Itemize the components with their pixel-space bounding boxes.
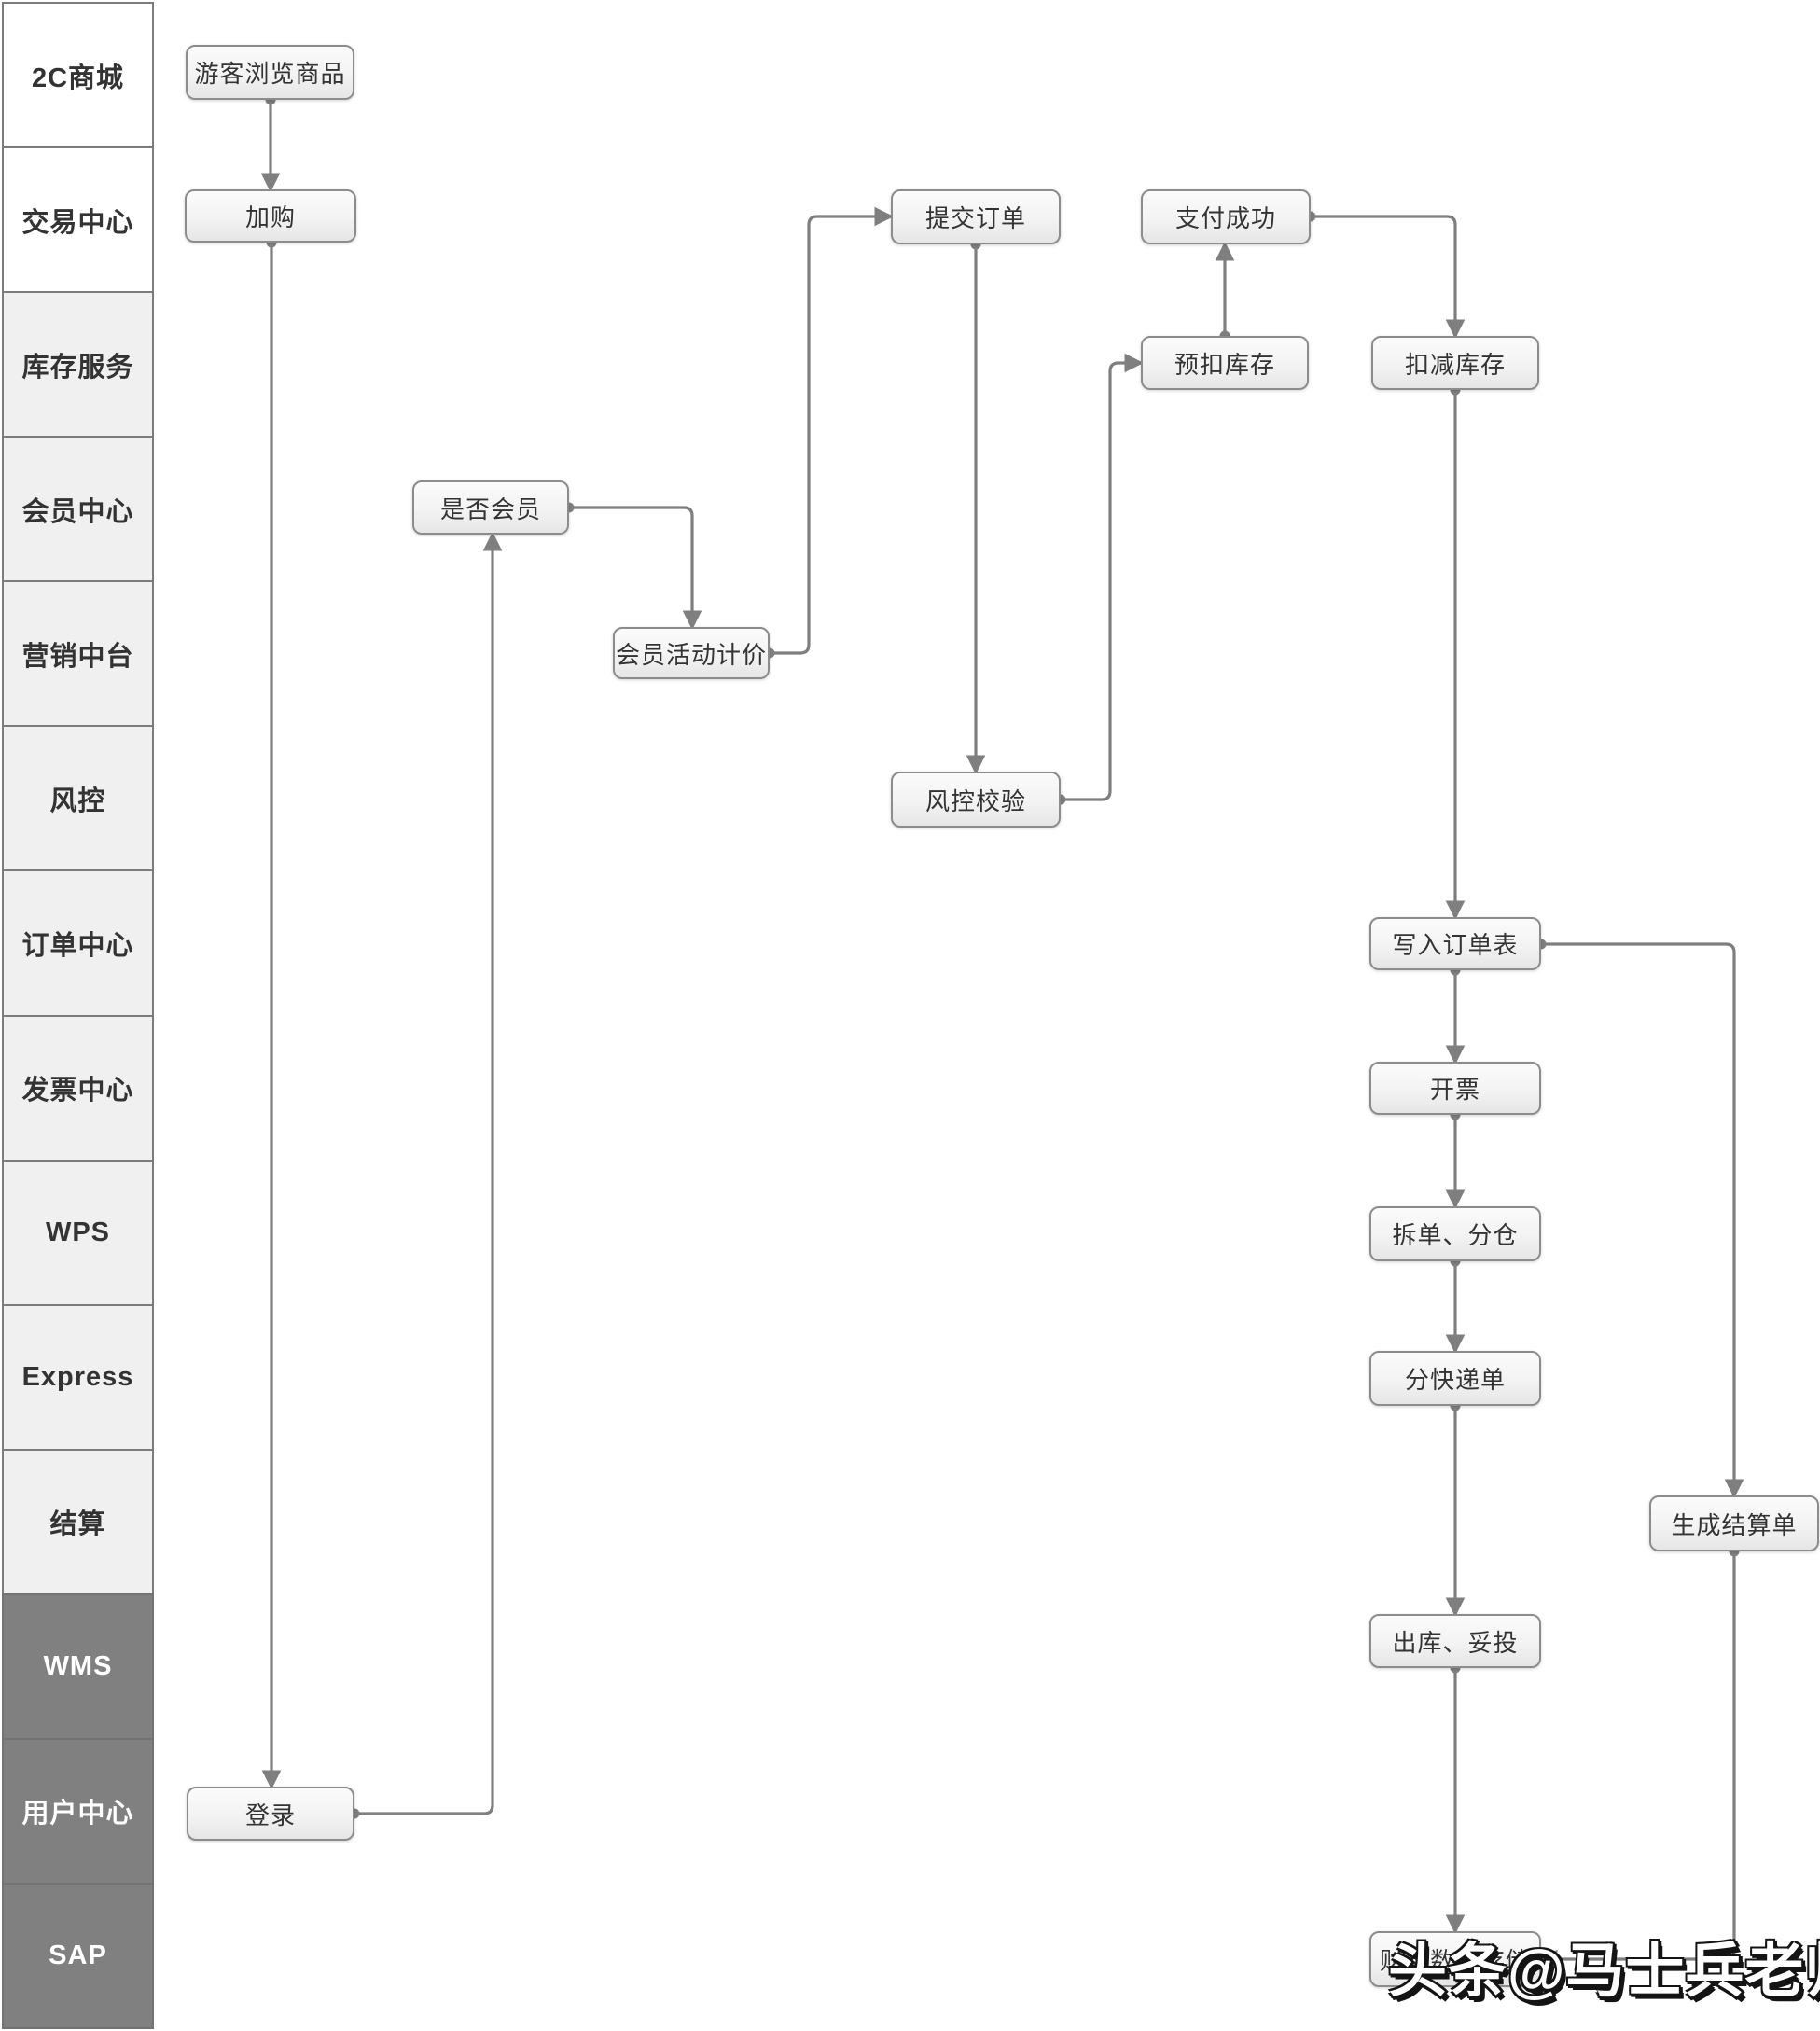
edge-member-activity-pricing-to-submit-order [764, 206, 895, 659]
node-label: 财务数据存储 [1379, 1946, 1531, 1975]
lane-label: 发票中心 [21, 1076, 134, 1106]
lane-order-center: 订单中心 [2, 869, 154, 1017]
lane-label: 2C商城 [31, 63, 125, 93]
lane-risk-control: 风控 [2, 725, 154, 872]
node-label: 风控校验 [924, 786, 1026, 815]
node-submit-order: 提交订单 [891, 189, 1061, 244]
node-risk-check: 风控校验 [891, 772, 1061, 828]
node-finance-data-storage: 财务数据存储 [1369, 1931, 1541, 1987]
lane-express: Express [2, 1303, 154, 1451]
lane-label: 营销中台 [21, 641, 134, 672]
lane-wps: WPS [2, 1159, 154, 1306]
lane-label: WMS [43, 1650, 113, 1681]
watermark: 头条@马士兵老师 [1388, 1939, 1820, 2004]
lane-label: Express [21, 1361, 134, 1392]
lane-label: 库存服务 [21, 352, 134, 383]
lane-label: 会员中心 [21, 496, 134, 527]
lane-2c-mall: 2C商城 [2, 2, 154, 149]
node-label: 预扣库存 [1174, 350, 1275, 379]
node-split-express-order: 分快递单 [1369, 1351, 1541, 1406]
node-add-to-cart: 加购 [185, 189, 356, 243]
lane-label: 交易中心 [21, 207, 134, 238]
node-label: 登录 [244, 1801, 296, 1829]
edge-write-order-table-to-create-invoice [1445, 965, 1466, 1065]
node-label: 生成结算单 [1671, 1510, 1798, 1539]
edge-is-member-to-member-activity-pricing [563, 502, 702, 631]
edge-create-invoice-to-split-order-warehouse [1445, 1109, 1466, 1210]
node-generate-settlement-doc: 生成结算单 [1649, 1495, 1819, 1551]
node-outbound-delivery: 出库、妥投 [1369, 1614, 1541, 1668]
node-label: 分快递单 [1404, 1366, 1506, 1394]
node-label: 出库、妥投 [1392, 1628, 1519, 1657]
node-label: 是否会员 [439, 494, 541, 523]
lane-label: 订单中心 [21, 931, 134, 961]
lane-label: 用户中心 [21, 1799, 134, 1829]
edge-write-order-table-to-generate-settlement-doc [1535, 939, 1744, 1499]
edge-outbound-delivery-to-finance-data-storage [1445, 1662, 1466, 1935]
edge-submit-order-to-risk-check [966, 239, 986, 775]
edge-pre-deduct-inventory-to-pay-success [1215, 241, 1235, 341]
lane-label: 风控 [49, 786, 106, 816]
lane-wms: WMS [2, 1593, 154, 1740]
node-label: 扣减库存 [1404, 350, 1506, 379]
node-is-member: 是否会员 [412, 480, 569, 535]
lane-label: 结算 [49, 1509, 106, 1540]
lane-invoice-center: 发票中心 [2, 1014, 154, 1162]
node-write-order-table: 写入订单表 [1369, 917, 1541, 970]
node-label: 开票 [1429, 1076, 1480, 1104]
node-label: 写入订单表 [1392, 931, 1519, 959]
node-label: 支付成功 [1174, 204, 1276, 232]
lane-label: WPS [45, 1217, 111, 1247]
node-split-order-warehouse: 拆单、分仓 [1369, 1206, 1541, 1261]
node-deduct-inventory: 扣减库存 [1371, 336, 1539, 390]
lane-inventory-service: 库存服务 [2, 291, 154, 438]
edge-split-express-order-to-outbound-delivery [1445, 1400, 1466, 1618]
edge-login-to-is-member [349, 531, 503, 1819]
node-label: 游客浏览商品 [194, 60, 346, 88]
lane-sap: SAP [2, 1883, 154, 2030]
node-visitor-browse-products: 游客浏览商品 [186, 45, 354, 100]
lane-label: SAP [49, 1941, 107, 1971]
node-label: 加购 [244, 203, 296, 231]
node-member-activity-pricing: 会员活动计价 [613, 627, 770, 679]
edge-add-to-cart-to-login [261, 237, 282, 1790]
node-login: 登录 [187, 1787, 354, 1841]
edge-visitor-browse-products-to-add-to-cart [260, 94, 281, 193]
edge-deduct-inventory-to-write-order-table [1445, 384, 1466, 921]
edge-split-order-warehouse-to-split-express-order [1445, 1256, 1466, 1355]
lane-sidebar: 2C商城交易中心库存服务会员中心营销中台风控订单中心发票中心 WPS Express… [2, 2, 154, 2030]
edge-pay-success-to-deduct-inventory [1305, 211, 1466, 340]
node-label: 会员活动计价 [615, 640, 767, 669]
edge-risk-check-to-pre-deduct-inventory [1055, 353, 1145, 805]
lane-member-center: 会员中心 [2, 436, 154, 583]
lane-settlement: 结算 [2, 1448, 154, 1595]
node-create-invoice: 开票 [1369, 1062, 1541, 1115]
node-label: 拆单、分仓 [1392, 1221, 1519, 1249]
node-pre-deduct-inventory: 预扣库存 [1141, 336, 1309, 390]
node-pay-success: 支付成功 [1141, 189, 1311, 244]
lane-marketing-platform: 营销中台 [2, 580, 154, 728]
edge-generate-settlement-doc-to-finance-data-storage [1537, 1546, 1740, 1969]
node-label: 提交订单 [924, 204, 1026, 232]
